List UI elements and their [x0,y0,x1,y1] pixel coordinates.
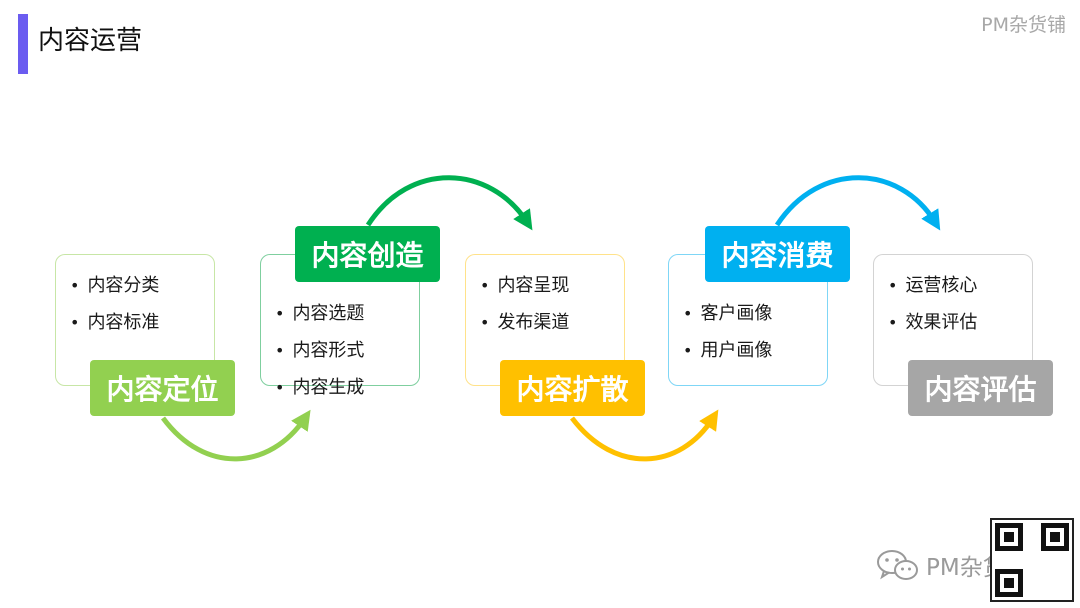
arrow-1-to-2 [160,409,311,462]
stage-item-list: 内容分类 内容标准 [70,267,159,341]
list-item: 内容分类 [70,267,159,304]
stage-label-evaluation: 内容评估 [908,360,1053,416]
list-item: 内容标准 [70,304,159,341]
list-item: 效果评估 [888,304,977,341]
list-item: 内容呈现 [480,267,569,304]
list-item: 内容生成 [275,369,364,406]
list-item: 用户画像 [683,332,772,369]
qr-finder-pattern [995,523,1023,551]
wechat-icon [877,550,918,580]
arrow-2-to-3 [365,175,533,231]
qr-finder-pattern [1041,523,1069,551]
page-title: 内容运营 [38,26,143,56]
list-item: 内容形式 [275,332,364,369]
list-item: 发布渠道 [480,304,569,341]
title-accent-bar [18,14,28,74]
stage-item-list: 运营核心 效果评估 [888,267,977,341]
list-item: 客户画像 [683,295,772,332]
qr-code [990,518,1074,602]
list-item: 运营核心 [888,267,977,304]
stage-label-consumption: 内容消费 [705,226,850,282]
arrow-4-to-5 [774,175,941,231]
stage-label-diffusion: 内容扩散 [500,360,645,416]
stage-label-positioning: 内容定位 [90,360,235,416]
qr-finder-pattern [995,569,1023,597]
stage-item-list: 客户画像 用户画像 [683,295,772,369]
stage-label-creation: 内容创造 [295,226,440,282]
brand-watermark: PM杂货铺 [981,14,1066,36]
stage-item-list: 内容呈现 发布渠道 [480,267,569,341]
arrow-3-to-4 [570,409,719,462]
stage-item-list: 内容选题 内容形式 内容生成 [275,295,364,406]
list-item: 内容选题 [275,295,364,332]
